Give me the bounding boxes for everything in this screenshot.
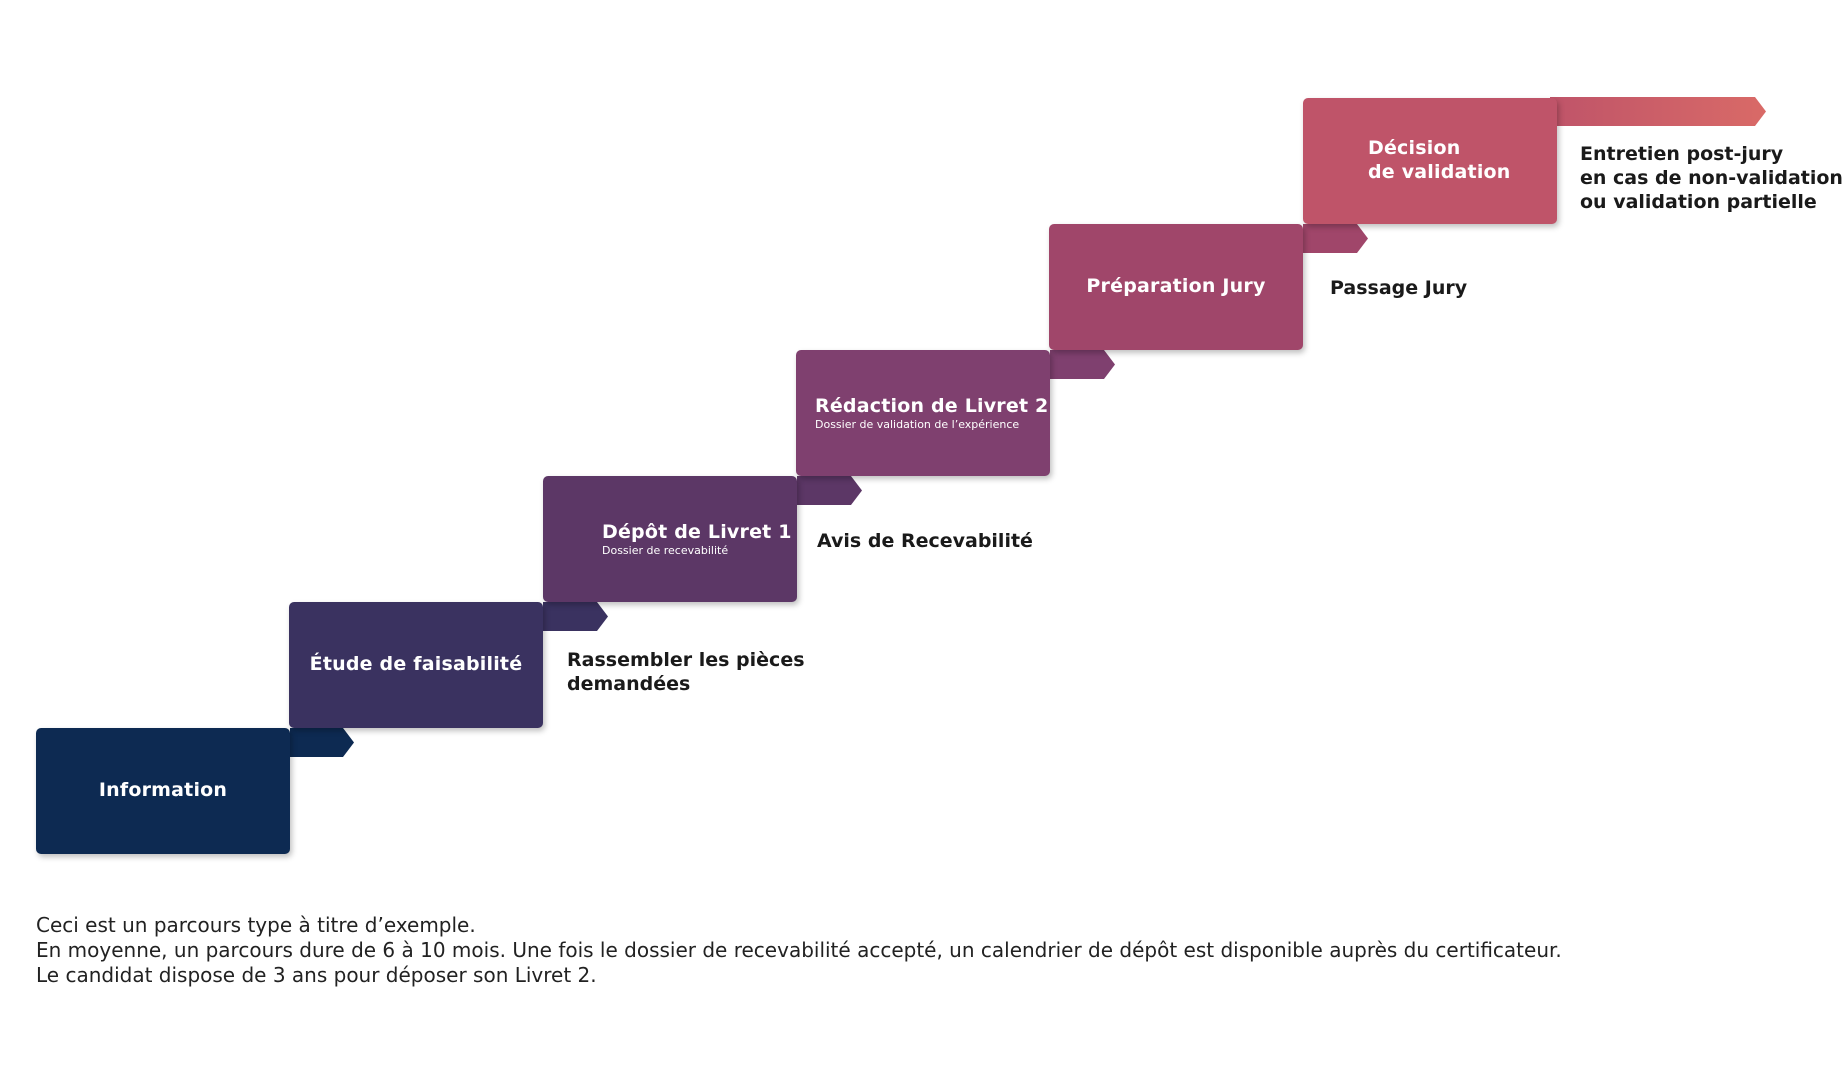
- side-label-avis-recevabilite: Avis de Recevabilité: [817, 530, 1033, 552]
- footnote: Ceci est un parcours type à titre d’exem…: [36, 913, 1562, 988]
- step-depot-livret-1: Dépôt de Livret 1 Dossier de recevabilit…: [543, 476, 797, 602]
- footnote-line-1: Ceci est un parcours type à titre d’exem…: [36, 913, 476, 937]
- side-label-entretien-post-jury: Entretien post-jury en cas de non-valida…: [1580, 143, 1843, 213]
- final-arrow: [1550, 97, 1766, 126]
- step-redaction-livret-2: Rédaction de Livret 2 Dossier de validat…: [796, 350, 1050, 476]
- step-title: Décision de validation: [1368, 137, 1511, 183]
- step-arrow-4: [1050, 350, 1115, 379]
- step-subtitle: Dossier de validation de l’expérience: [815, 418, 1020, 432]
- step-title: Étude de faisabilité: [309, 653, 523, 676]
- step-information: Information: [36, 728, 290, 854]
- step-title: Rédaction de Livret 2: [815, 394, 1049, 417]
- step-title: Information: [98, 779, 228, 802]
- step-subtitle: Dossier de recevabilité: [602, 544, 729, 558]
- footnote-line-2: En moyenne, un parcours dure de 6 à 10 m…: [36, 938, 1562, 962]
- step-decision-validation: Décision de validation: [1303, 98, 1557, 224]
- step-arrow-3: [797, 476, 862, 505]
- side-label-passage-jury: Passage Jury: [1330, 277, 1468, 299]
- step-etude-faisabilite: Étude de faisabilité: [289, 602, 543, 728]
- side-label-rassembler-pieces: Rassembler les pièces demandées: [567, 649, 805, 695]
- step-arrow-1: [290, 728, 354, 757]
- step-arrow-2: [543, 602, 608, 631]
- step-title: Dépôt de Livret 1: [602, 520, 792, 543]
- step-preparation-jury: Préparation Jury: [1049, 224, 1303, 350]
- step-title: Préparation Jury: [1086, 275, 1266, 298]
- step-arrow-5: [1303, 224, 1368, 253]
- footnote-line-3: Le candidat dispose de 3 ans pour dépose…: [36, 963, 597, 987]
